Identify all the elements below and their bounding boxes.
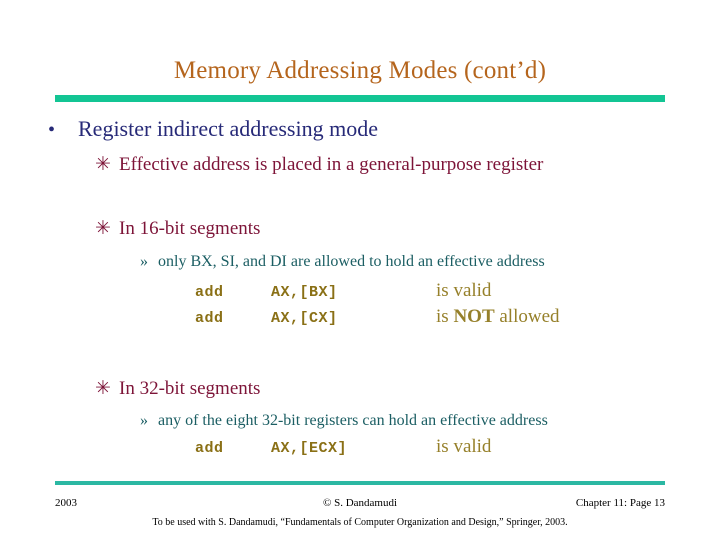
bullet-label: Register indirect addressing mode	[78, 116, 378, 141]
code-note-prefix: is	[436, 436, 454, 457]
footer-attribution: To be used with S. Dandamudi, “Fundament…	[152, 517, 568, 528]
sub-bullet-label: In 32-bit segments	[119, 378, 261, 399]
sub-bullet-16-bit-segments: ✳ In 16-bit segments	[95, 217, 260, 240]
footer-divider-bar	[55, 481, 665, 485]
detail-label: only BX, SI, and DI are allowed to hold …	[158, 253, 545, 270]
code-note: is valid	[436, 280, 491, 301]
code-note-prefix: is	[436, 306, 454, 327]
detail-32-bit-registers: » any of the eight 32-bit registers can h…	[140, 411, 548, 431]
detail-label: any of the eight 32-bit registers can ho…	[158, 412, 548, 429]
code-note: is valid	[436, 436, 491, 457]
code-note-suffix: valid	[453, 436, 492, 457]
footer: 2003 © S. Dandamudi Chapter 11: Page 13	[0, 496, 720, 510]
sub-bullet-32-bit-segments: ✳ In 32-bit segments	[95, 377, 260, 400]
code-row: add AX,[CX] is NOT allowed	[195, 306, 560, 328]
slide-body: • Register indirect addressing mode ✳ Effe…	[0, 110, 720, 470]
bullet-marker-chevron: »	[140, 412, 148, 429]
code-mnemonic: add	[195, 310, 224, 327]
code-row: add AX,[BX] is valid	[195, 280, 491, 302]
bullet-marker-chevron: »	[140, 253, 148, 270]
bullet-marker-asterisk: ✳	[95, 154, 111, 175]
sub-bullet-label: Effective address is placed in a general…	[119, 154, 544, 175]
code-operand: AX,[BX]	[271, 284, 338, 301]
footer-chapter-page: Chapter 11: Page 13	[575, 497, 665, 509]
code-note: is NOT allowed	[436, 306, 560, 327]
code-operand: AX,[ECX]	[271, 440, 348, 457]
footer-year: 2003	[55, 497, 77, 509]
footer-copyright: © S. Dandamudi	[322, 497, 398, 509]
bullet-register-indirect: • Register indirect addressing mode	[48, 116, 378, 143]
sub-bullet-label: In 16-bit segments	[119, 218, 261, 239]
bullet-marker-disc: •	[48, 119, 56, 141]
bullet-marker-asterisk: ✳	[95, 378, 111, 399]
detail-16-bit-registers: » only BX, SI, and DI are allowed to hold…	[140, 252, 545, 272]
code-note-suffix: allowed	[494, 306, 560, 327]
code-row: add AX,[ECX] is valid	[195, 436, 491, 458]
code-mnemonic: add	[195, 440, 224, 457]
code-mnemonic: add	[195, 284, 224, 301]
page-title: Memory Addressing Modes (cont’d)	[173, 57, 547, 84]
sub-bullet-effective-address: ✳ Effective address is placed in a genera…	[95, 153, 543, 176]
code-note-emphasis: NOT	[453, 306, 495, 327]
code-operand: AX,[CX]	[271, 310, 338, 327]
code-note-prefix: is	[436, 280, 454, 301]
title-divider-bar	[55, 95, 665, 102]
code-note-suffix: valid	[453, 280, 492, 301]
bullet-marker-asterisk: ✳	[95, 218, 111, 239]
